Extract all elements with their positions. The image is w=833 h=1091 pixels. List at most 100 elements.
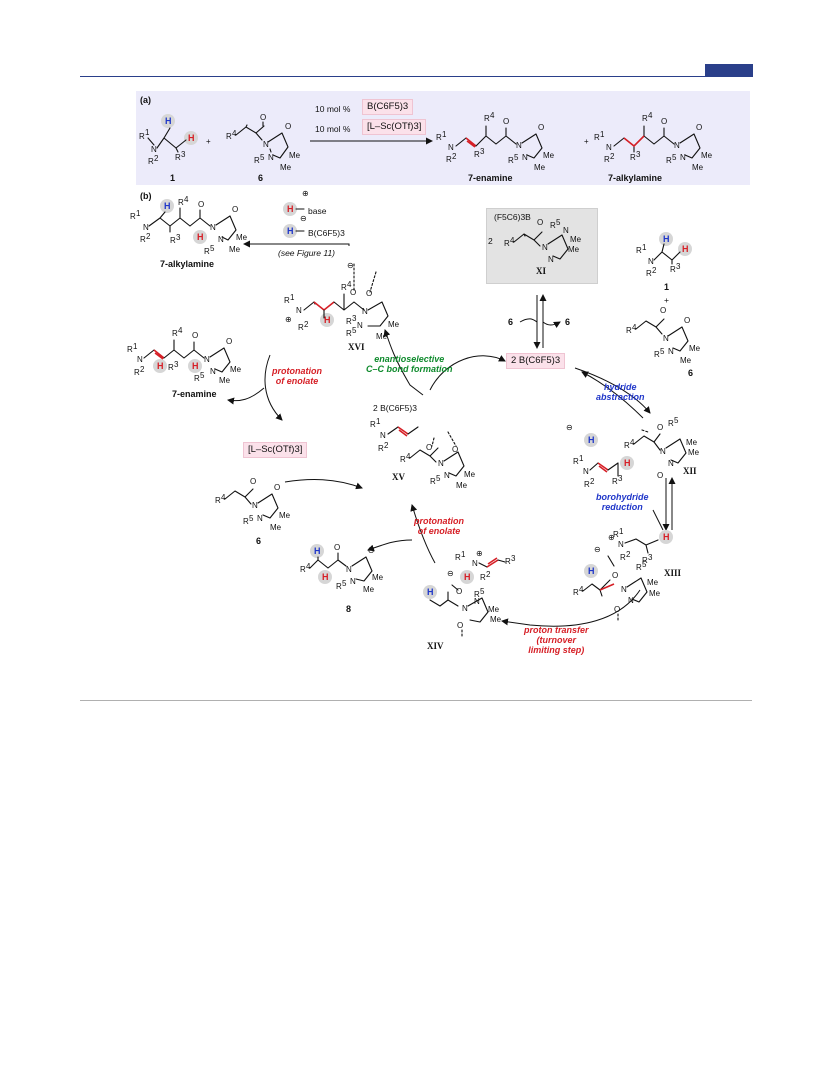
svg-text:R: R [666, 156, 672, 165]
svg-text:N: N [542, 243, 548, 252]
step-proton-transfer: proton transfer (turnover limiting step) [524, 625, 589, 655]
svg-text:N: N [346, 565, 352, 574]
svg-text:Me: Me [363, 585, 375, 594]
svg-text:R: R [668, 419, 674, 428]
svg-text:N: N [462, 604, 468, 613]
svg-text:5: 5 [200, 371, 205, 380]
svg-text:Me: Me [289, 151, 301, 160]
svg-text:R: R [636, 246, 642, 255]
svg-text:N: N [516, 141, 522, 150]
svg-text:O: O [226, 337, 232, 346]
svg-text:4: 4 [306, 562, 311, 571]
footer-rule [80, 700, 752, 701]
svg-text:5: 5 [480, 587, 485, 596]
svg-text:H: H [588, 435, 595, 445]
svg-text:+: + [206, 137, 211, 146]
svg-text:R: R [175, 153, 181, 162]
svg-text:3: 3 [618, 474, 623, 483]
svg-text:R: R [300, 565, 306, 574]
svg-text:4: 4 [632, 323, 637, 332]
svg-text:1: 1 [442, 130, 447, 139]
svg-text:2: 2 [154, 154, 159, 163]
svg-text:Me: Me [692, 163, 704, 172]
alkylamine-label: 7-alkylamine [608, 173, 663, 183]
svg-text:O: O [426, 443, 432, 452]
svg-text:+: + [584, 137, 589, 146]
svg-text:Me: Me [686, 438, 698, 447]
svg-text:O: O [657, 423, 663, 432]
six-in-label: 6 [508, 317, 514, 327]
svg-text:R: R [172, 329, 178, 338]
borane-two-box: 2 B(C6F5)3 [506, 353, 566, 369]
svg-text:N: N [204, 355, 210, 364]
svg-text:Me: Me [701, 151, 713, 160]
header-rule [80, 76, 752, 77]
svg-text:1: 1 [619, 527, 624, 536]
step-hydride-abstraction: hydride abstraction [596, 382, 645, 402]
svg-text:H: H [322, 572, 329, 582]
intermediate-xiii-label: XIII [664, 568, 682, 578]
svg-text:Me: Me [236, 233, 248, 242]
svg-text:4: 4 [232, 129, 237, 138]
compound-6-left-label: 6 [256, 536, 262, 546]
svg-text:R: R [624, 441, 630, 450]
svg-text:1: 1 [376, 417, 381, 426]
svg-text:O: O [614, 605, 620, 614]
svg-text:H: H [663, 234, 670, 244]
catalyst-scandium-box: [L–Sc(OTf)3] [362, 119, 427, 135]
sc-cat-box: [L–Sc(OTf)3] [243, 442, 308, 458]
svg-text:H: H [157, 361, 164, 371]
svg-text:5: 5 [642, 560, 647, 569]
svg-text:R: R [130, 212, 136, 221]
svg-text:O: O [657, 471, 663, 480]
svg-text:H: H [464, 572, 471, 582]
alkylamine-b-label: 7-alkylamine [160, 259, 215, 269]
svg-text:R: R [446, 155, 452, 164]
svg-text:2: 2 [610, 152, 615, 161]
svg-text:Me: Me [680, 356, 692, 365]
plus-label: + [664, 295, 669, 305]
svg-text:O: O [368, 546, 374, 555]
svg-text:5: 5 [210, 244, 215, 253]
svg-text:O: O [696, 123, 702, 132]
svg-text:R: R [140, 235, 146, 244]
svg-text:R: R [594, 133, 600, 142]
borane-two-xv: 2 B(C6F5)3 [373, 403, 417, 413]
six-out-label: 6 [565, 317, 571, 327]
step-protonation-mid: protonation of enolate [414, 516, 464, 536]
svg-text:R: R [341, 283, 347, 292]
svg-text:R: R [127, 345, 133, 354]
svg-text:N: N [263, 140, 269, 149]
svg-text:R: R [168, 363, 174, 372]
svg-text:Me: Me [543, 151, 555, 160]
svg-text:Me: Me [689, 344, 701, 353]
svg-text:N: N [583, 467, 589, 476]
svg-text:O: O [452, 445, 458, 454]
header-tab [705, 64, 753, 77]
svg-text:R: R [504, 239, 510, 248]
svg-text:R: R [336, 582, 342, 591]
svg-text:Me: Me [688, 448, 700, 457]
svg-text:N: N [210, 367, 216, 376]
svg-text:R: R [604, 155, 610, 164]
compound-1-label: 1 [170, 173, 176, 183]
svg-text:N: N [252, 501, 258, 510]
svg-text:O: O [612, 571, 618, 580]
svg-text:5: 5 [436, 474, 441, 483]
svg-text:3: 3 [648, 553, 653, 562]
svg-text:H: H [427, 587, 434, 597]
borane-two: 2 B(C6F5)3 [511, 355, 561, 366]
svg-text:R: R [670, 265, 676, 274]
svg-text:Me: Me [230, 365, 242, 374]
svg-text:N: N [350, 577, 356, 586]
svg-text:Me: Me [570, 235, 582, 244]
svg-text:O: O [334, 543, 340, 552]
svg-text:⊖: ⊖ [447, 569, 454, 578]
svg-text:H: H [314, 546, 321, 556]
svg-text:2: 2 [652, 266, 657, 275]
